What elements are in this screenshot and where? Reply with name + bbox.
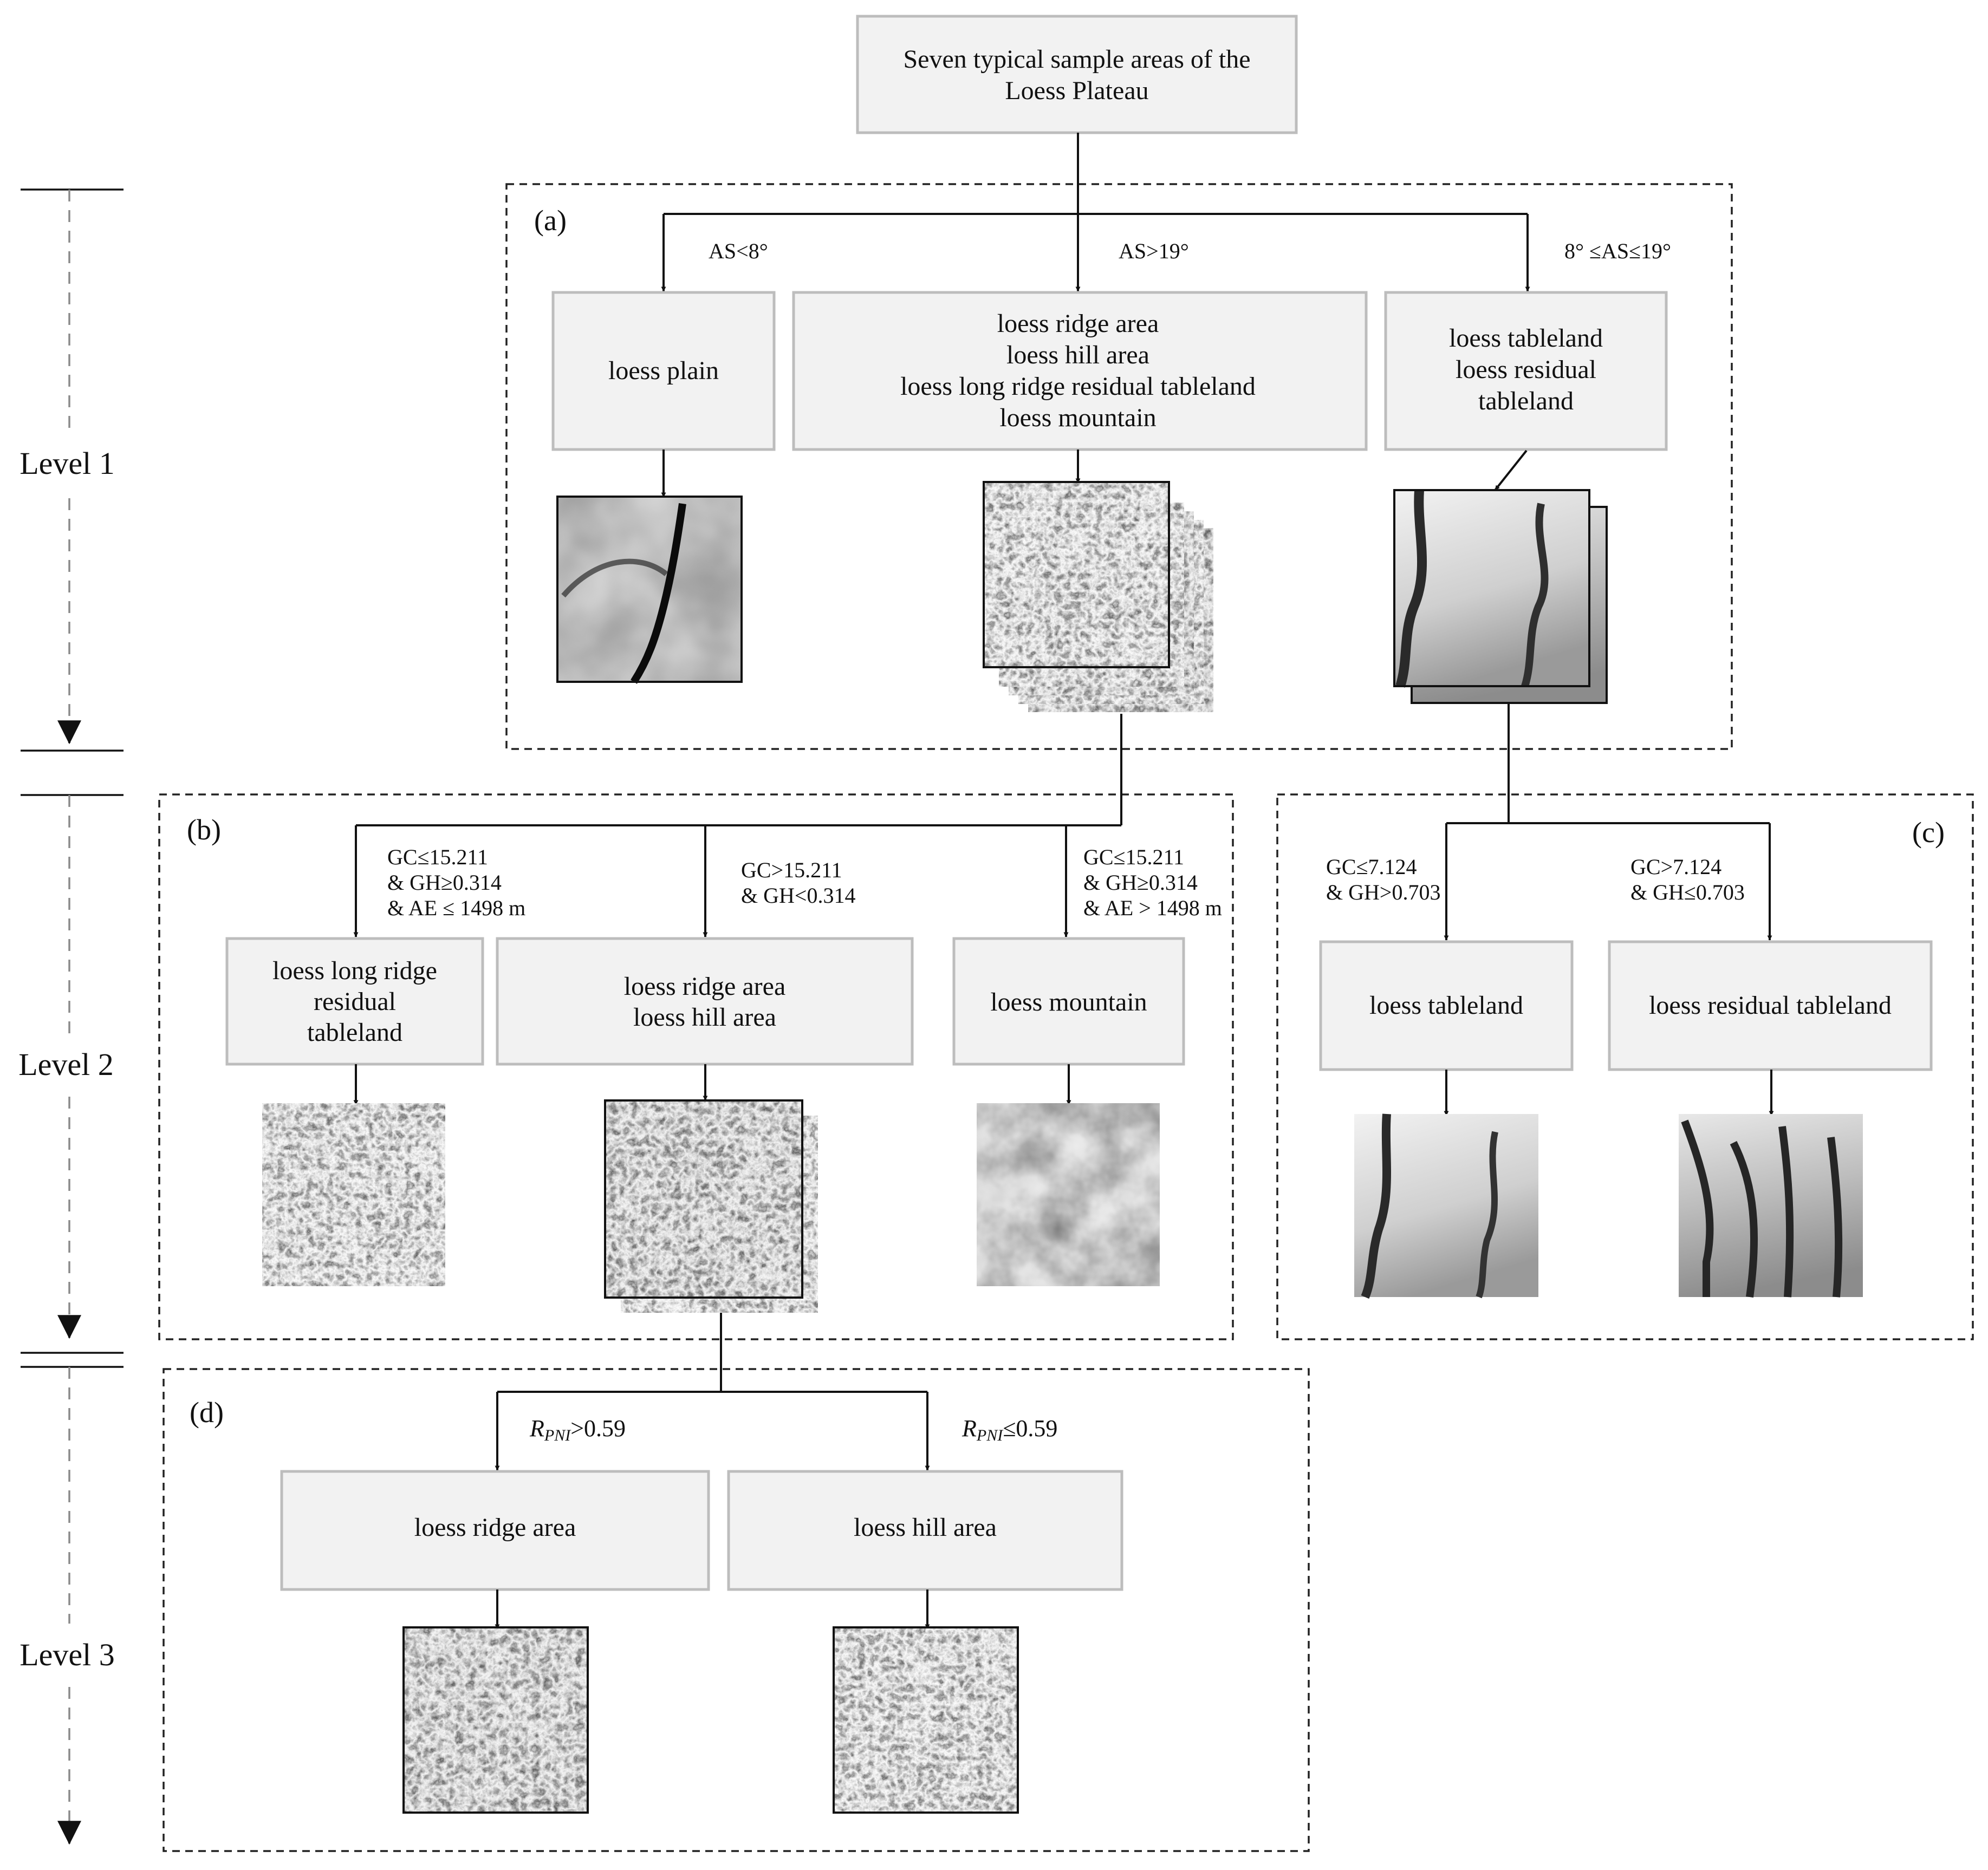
box-level1-middle-line-3: loess long ridge residual tableland (900, 372, 1256, 401)
root-box (856, 15, 1298, 134)
level1-connectors (661, 133, 1530, 292)
box-level1-middle-line-1: loess ridge area (997, 309, 1159, 338)
box-loess-plain (551, 291, 776, 451)
loess-plain-dem (556, 496, 743, 684)
condition-as-gt-19: AS>19° (1119, 239, 1189, 263)
long-ridge-dem (262, 1103, 445, 1286)
box-level1-tableland-line-1: loess tableland (1449, 324, 1603, 353)
box-ridge-hill (496, 937, 914, 1066)
level-1-label: Level 1 (20, 446, 115, 481)
box-level1-middle-line-2: loess hill area (1006, 341, 1149, 369)
condition-b2-line-2: & GH<0.314 (741, 883, 855, 908)
condition-rpni-gt: RPNI>0.59 (529, 1415, 626, 1444)
box-hill-area (727, 1470, 1123, 1591)
panel-c-frame (1276, 793, 1974, 1340)
ridge-hill-stack-dem (604, 1099, 819, 1314)
panel-a-label: (a) (534, 204, 567, 237)
level-axis: Level 1 Level 2 Level 3 (18, 188, 124, 1845)
level3-connectors (495, 1313, 930, 1471)
level1-tableland-stack-dem (1393, 489, 1608, 704)
box-level1-tableland (1384, 291, 1668, 451)
root-line-2: Loess Plateau (1005, 76, 1148, 105)
box-level1-tableland-line-2: loess residual (1456, 355, 1596, 384)
box-level1-middle (792, 291, 1368, 451)
level-3-label: Level 3 (20, 1637, 115, 1672)
condition-c2-line-1: GC>7.124 (1630, 855, 1721, 879)
hill-area-dem (833, 1626, 1019, 1814)
condition-b2-line-1: GC>15.211 (741, 858, 842, 882)
box-level1-tableland-line-3: tableland (1478, 387, 1574, 415)
panel-d-frame (163, 1368, 1310, 1852)
box-hill-area-text: loess hill area (854, 1513, 997, 1542)
condition-c1-line-2: & GH>0.703 (1326, 880, 1440, 904)
condition-b3-line-2: & GH≥0.314 (1083, 870, 1198, 895)
residual-tableland-dem (1679, 1114, 1863, 1298)
box-long-ridge-line-2: residual (314, 987, 396, 1016)
ridge-area-dem (402, 1626, 589, 1814)
panel-d-label: (d) (190, 1396, 224, 1429)
level1-ridge-stack-dem (983, 481, 1214, 713)
box-level1-middle-line-4: loess mountain (999, 403, 1156, 432)
box-ridge-hill-line-1: loess ridge area (624, 972, 786, 1001)
panel-a-frame (505, 183, 1733, 750)
box-ridge-hill-line-2: loess hill area (633, 1003, 776, 1032)
box-residual-tableland (1608, 940, 1933, 1071)
condition-c2-line-2: & GH≤0.703 (1630, 880, 1745, 904)
box-residual-tableland-text: loess residual tableland (1649, 991, 1892, 1020)
root-line-1: Seven typical sample areas of the (903, 45, 1250, 74)
box-long-ridge-line-3: tableland (307, 1018, 402, 1047)
box-tableland-text: loess tableland (1369, 991, 1523, 1020)
level2-connectors (353, 704, 1772, 941)
box-mountain (952, 937, 1185, 1066)
box-long-ridge-line-1: loess long ridge (272, 956, 437, 985)
condition-b1-line-3: & AE ≤ 1498 m (387, 896, 525, 920)
box-loess-plain-text: loess plain (608, 356, 719, 385)
box-tableland (1319, 940, 1574, 1071)
condition-c1-line-1: GC≤7.124 (1326, 855, 1417, 879)
mountain-dem (977, 1103, 1160, 1286)
box-mountain-text: loess mountain (990, 988, 1147, 1017)
box-ridge-area-text: loess ridge area (414, 1513, 576, 1542)
panel-b-label: (b) (187, 813, 221, 846)
condition-as-lt-8: AS<8° (709, 239, 768, 263)
level-2-label: Level 2 (18, 1047, 114, 1082)
condition-rpni-le: RPNI≤0.59 (961, 1415, 1057, 1444)
condition-b1-line-2: & GH≥0.314 (387, 870, 502, 895)
condition-b3-line-3: & AE > 1498 m (1083, 896, 1222, 920)
panel-b-frame (158, 793, 1234, 1340)
condition-b1-line-1: GC≤15.211 (387, 845, 488, 869)
box-ridge-area (280, 1470, 710, 1591)
condition-as-8-19: 8° ≤AS≤19° (1564, 239, 1671, 263)
tableland-dem (1354, 1113, 1538, 1299)
panel-c-label: (c) (1912, 816, 1945, 849)
condition-b3-line-1: GC≤15.211 (1083, 845, 1184, 869)
